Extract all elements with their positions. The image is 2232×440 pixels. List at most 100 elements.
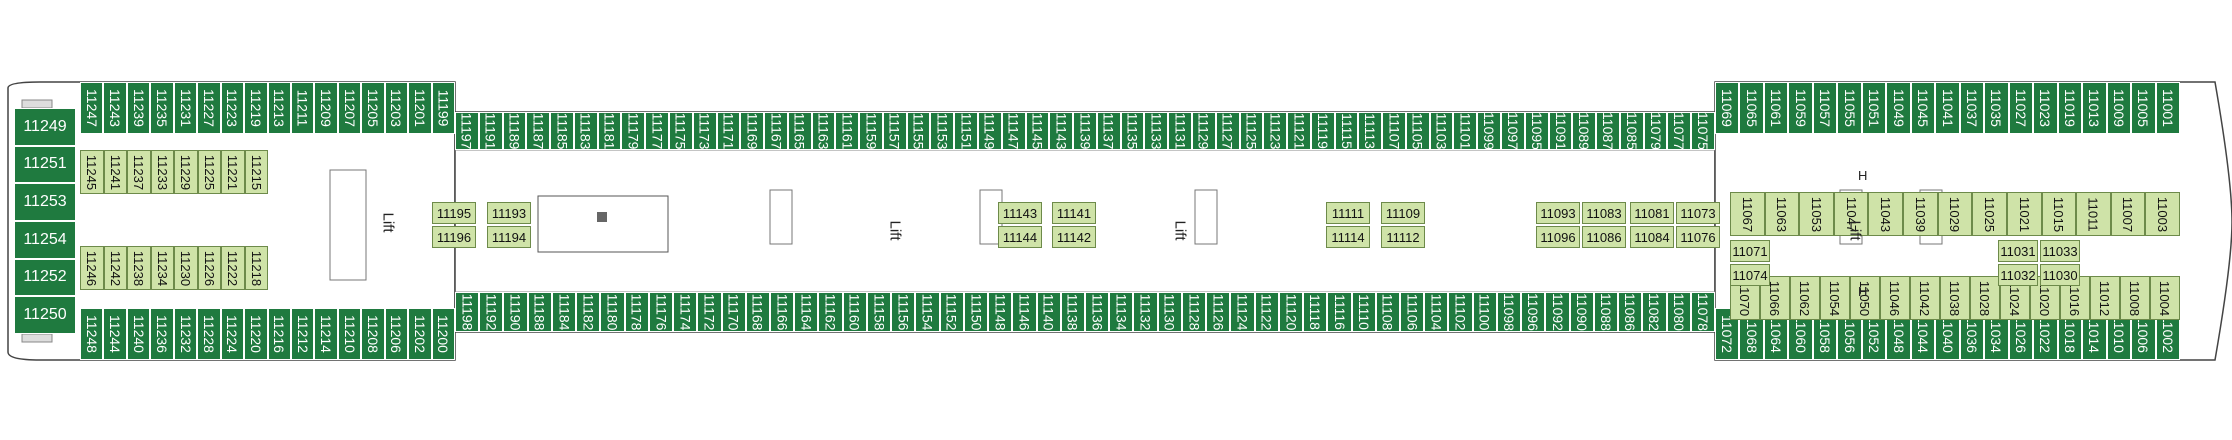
cabin[interactable]: 11244	[103, 308, 127, 360]
cabin[interactable]: 11147	[1001, 112, 1026, 150]
cabin[interactable]: 11086	[1618, 292, 1643, 332]
cabin[interactable]: 11001	[2155, 82, 2180, 134]
inner-cabin[interactable]: 11196	[432, 226, 476, 248]
cabin[interactable]: 11163	[811, 112, 836, 150]
cabin[interactable]: 11134	[1109, 292, 1134, 332]
cabin[interactable]: 11118	[1303, 292, 1328, 332]
inner-cabin[interactable]: 11093	[1536, 202, 1580, 224]
cabin[interactable]: 11129	[1191, 112, 1216, 150]
inner-cabin[interactable]: 11246	[80, 246, 104, 290]
cabin[interactable]: 11190	[503, 292, 528, 332]
inner-cabin[interactable]: 11238	[127, 246, 151, 290]
cabin[interactable]: 11168	[745, 292, 770, 332]
inner-cabin[interactable]: 11084	[1630, 226, 1674, 248]
cabin[interactable]: 11181	[597, 112, 622, 150]
cabin[interactable]: 11210	[337, 308, 362, 360]
cabin[interactable]: 11132	[1133, 292, 1158, 332]
cabin[interactable]: 11136	[1085, 292, 1110, 332]
inner-cabin[interactable]: 11195	[432, 202, 476, 224]
cabin[interactable]: 11171	[716, 112, 741, 150]
inner-cabin[interactable]: 11050	[1850, 276, 1880, 320]
cabin[interactable]: 11104	[1424, 292, 1449, 332]
cabin[interactable]: 11127	[1215, 112, 1240, 150]
cabin[interactable]: 11199	[431, 82, 455, 134]
cabin[interactable]: 11243	[103, 82, 127, 134]
cabin[interactable]: 11160	[842, 292, 867, 332]
cabin[interactable]: 11099	[1477, 112, 1502, 150]
cabin[interactable]: 11139	[1073, 112, 1097, 150]
inner-cabin[interactable]: 11222	[221, 246, 245, 290]
inner-cabin[interactable]: 11007	[2110, 192, 2146, 236]
cabin[interactable]: 11019	[2057, 82, 2083, 134]
inner-cabin[interactable]: 11234	[150, 246, 174, 290]
cabin[interactable]: 11080	[1666, 292, 1691, 332]
cabin[interactable]: 11206	[384, 308, 409, 360]
cabin[interactable]: 11248	[80, 308, 104, 360]
inner-cabin[interactable]: 11114	[1326, 226, 1370, 248]
cabin[interactable]: 11177	[645, 112, 669, 150]
cabin[interactable]: 11214	[314, 308, 338, 360]
cabin[interactable]: 11121	[1287, 112, 1311, 150]
cabin[interactable]: 11105	[1405, 112, 1430, 150]
cabin[interactable]: 11115	[1334, 112, 1359, 150]
inner-cabin[interactable]: 11032	[1998, 264, 2038, 286]
cabin[interactable]: 11103	[1429, 112, 1454, 150]
cabin[interactable]: 11179	[621, 112, 646, 150]
cabin[interactable]: 11124	[1230, 292, 1255, 332]
inner-cabin[interactable]: 11003	[2145, 192, 2180, 236]
cabin[interactable]: 11152	[939, 292, 964, 332]
cabin[interactable]: 11113	[1358, 112, 1383, 150]
cabin[interactable]: 11153	[930, 112, 955, 150]
cabin[interactable]: 11123	[1263, 112, 1288, 150]
cabin[interactable]: 11175	[668, 112, 693, 150]
cabin[interactable]: 11135	[1120, 112, 1145, 150]
cabin[interactable]: 11167	[764, 112, 788, 150]
cabin[interactable]: 11079	[1643, 112, 1668, 150]
cabin[interactable]: 11165	[787, 112, 812, 150]
cabin[interactable]: 11013	[2082, 82, 2107, 134]
cabin[interactable]: 11205	[361, 82, 385, 134]
cabin[interactable]: 11156	[891, 292, 916, 332]
cabin[interactable]: 11220	[244, 308, 268, 360]
cabin[interactable]: 11211	[290, 82, 315, 134]
cabin[interactable]: 11240	[126, 308, 151, 360]
cabin[interactable]: 11078	[1690, 292, 1715, 332]
inner-cabin[interactable]: 11008	[2120, 276, 2150, 320]
inner-cabin[interactable]: 11226	[197, 246, 221, 290]
cabin[interactable]: 11110	[1351, 292, 1376, 332]
cabin[interactable]: 11253	[14, 183, 76, 221]
inner-cabin[interactable]: 11042	[1910, 276, 1940, 320]
cabin[interactable]: 11005	[2131, 82, 2156, 134]
cabin[interactable]: 11162	[818, 292, 843, 332]
cabin[interactable]: 11178	[624, 292, 649, 332]
cabin[interactable]: 11091	[1548, 112, 1573, 150]
inner-cabin[interactable]: 11215	[244, 150, 268, 194]
inner-cabin[interactable]: 11047	[1833, 192, 1869, 236]
cabin[interactable]: 11184	[551, 292, 577, 332]
cabin[interactable]: 11161	[835, 112, 860, 150]
cabin[interactable]: 11095	[1524, 112, 1549, 150]
cabin[interactable]: 11208	[361, 308, 385, 360]
cabin[interactable]: 11213	[267, 82, 291, 134]
inner-cabin[interactable]: 11074	[1730, 264, 1770, 286]
cabin[interactable]: 11009	[2106, 82, 2132, 134]
cabin[interactable]: 11188	[527, 292, 552, 332]
cabin[interactable]: 11101	[1453, 112, 1478, 150]
cabin[interactable]: 11090	[1569, 292, 1594, 332]
cabin[interactable]: 11166	[770, 292, 795, 332]
cabin[interactable]: 11133	[1144, 112, 1169, 150]
inner-cabin[interactable]: 11076	[1676, 226, 1720, 248]
inner-cabin[interactable]: 11025	[1972, 192, 2007, 236]
cabin[interactable]: 11185	[550, 112, 574, 150]
cabin[interactable]: 11239	[126, 82, 151, 134]
inner-cabin[interactable]: 11015	[2041, 192, 2077, 236]
cabin[interactable]: 11154	[915, 292, 940, 332]
inner-cabin[interactable]: 11081	[1630, 202, 1674, 224]
cabin[interactable]: 11172	[697, 292, 722, 332]
cabin[interactable]: 11077	[1667, 112, 1692, 150]
inner-cabin[interactable]: 11245	[80, 150, 104, 194]
inner-cabin[interactable]: 11083	[1582, 202, 1626, 224]
cabin[interactable]: 11061	[1763, 82, 1789, 134]
cabin[interactable]: 11158	[866, 292, 892, 332]
cabin[interactable]: 11108	[1375, 292, 1400, 332]
